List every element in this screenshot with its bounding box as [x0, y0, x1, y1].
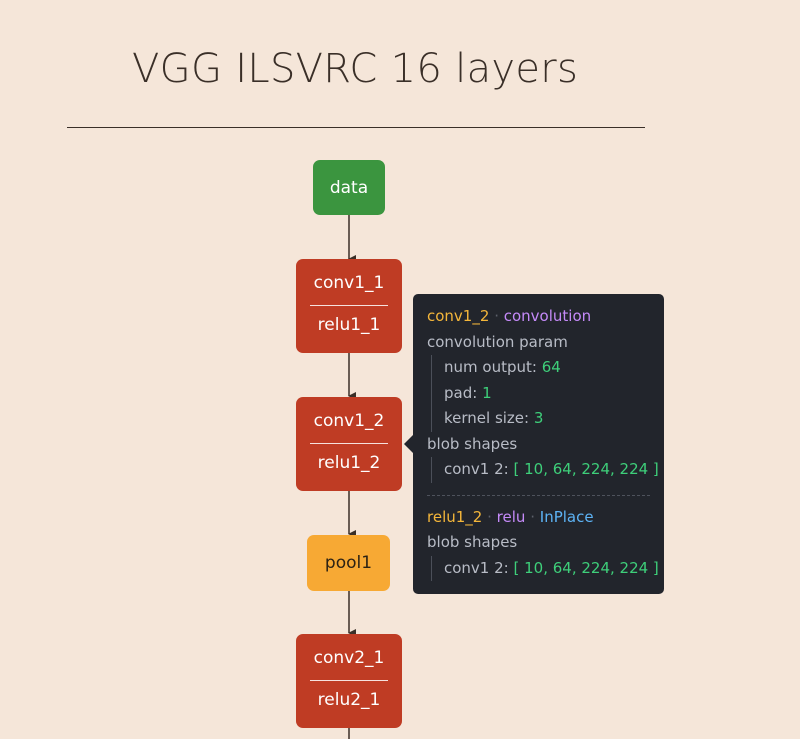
param-key: kernel size:: [444, 409, 530, 427]
tooltip-caret: [404, 435, 413, 453]
tooltip-blob-list: conv1 2: [ 10, 64, 224, 224 ]: [431, 457, 659, 483]
tooltip-blob-header: blob shapes: [427, 533, 518, 551]
param-key: pad:: [444, 383, 478, 402]
node-relu2_1-label: relu2_1: [317, 690, 381, 710]
tooltip-param-row: pad: 1: [444, 381, 650, 407]
node-data[interactable]: data: [313, 160, 385, 215]
separator-dot: ·: [494, 307, 499, 325]
tooltip-param-header: convolution param: [427, 332, 568, 351]
tooltip-layer-type: relu: [496, 507, 526, 526]
node-data-label: data: [329, 178, 369, 198]
node-conv1_2[interactable]: conv1_2 relu1_2: [296, 397, 402, 491]
blob-key: conv1 2:: [444, 558, 509, 577]
param-value: 1: [482, 383, 492, 402]
node-conv1_1-label: conv1_1: [313, 273, 385, 293]
node-conv2_1-divider: [310, 680, 388, 681]
tooltip-layer-header: relu1_2 · relu · InPlace: [427, 505, 650, 531]
tooltip-blob-header: blob shapes: [427, 434, 518, 453]
blob-value: [ 10, 64, 224, 224 ]: [513, 460, 659, 478]
node-conv1_2-label: conv1_2: [313, 411, 385, 431]
node-relu1_1-label: relu1_1: [317, 315, 381, 335]
node-conv1_1[interactable]: conv1_1 relu1_1: [296, 259, 402, 353]
tooltip-inplace-flag: InPlace: [539, 507, 594, 526]
tooltip-blob-row: conv1 2: [ 10, 64, 224, 224 ]: [444, 457, 659, 483]
tooltip-layer-type: convolution: [503, 307, 592, 325]
param-value: 3: [533, 409, 544, 427]
tooltip-param-row: kernel size: 3: [444, 406, 650, 432]
page-title: VGG ILSVRC 16 layers: [132, 46, 579, 92]
node-pool1-label: pool1: [324, 553, 373, 573]
layer-tooltip: conv1_2 · convolution convolution param …: [404, 294, 664, 594]
blob-value: [ 10, 64, 224, 224 ]: [513, 558, 659, 577]
node-conv2_1[interactable]: conv2_1 relu2_1: [296, 634, 402, 728]
blob-key: conv1 2:: [444, 460, 509, 478]
tooltip-blob-row: conv1 2: [ 10, 64, 224, 224 ]: [444, 556, 659, 582]
tooltip-layer-name: relu1_2: [427, 507, 483, 526]
param-key: num output:: [444, 358, 537, 376]
param-value: 64: [541, 358, 561, 376]
tooltip-layer-header: conv1_2 · convolution: [427, 304, 650, 330]
node-pool1[interactable]: pool1: [307, 535, 390, 591]
tooltip-layer-name: conv1_2: [427, 307, 490, 325]
node-relu1_2-label: relu1_2: [317, 453, 381, 473]
tooltip-blob-list: conv1 2: [ 10, 64, 224, 224 ]: [431, 555, 659, 582]
tooltip-divider: [427, 494, 650, 496]
separator-dot: ·: [530, 507, 535, 526]
title-divider: [67, 127, 645, 128]
node-conv2_1-label: conv2_1: [313, 648, 385, 668]
node-conv1_1-divider: [310, 305, 388, 306]
node-conv1_2-divider: [310, 443, 388, 444]
tooltip-param-row: num output: 64: [444, 355, 650, 381]
separator-dot: ·: [487, 507, 492, 526]
tooltip-param-list: num output: 64 pad: 1 kernel size: 3: [431, 355, 650, 432]
